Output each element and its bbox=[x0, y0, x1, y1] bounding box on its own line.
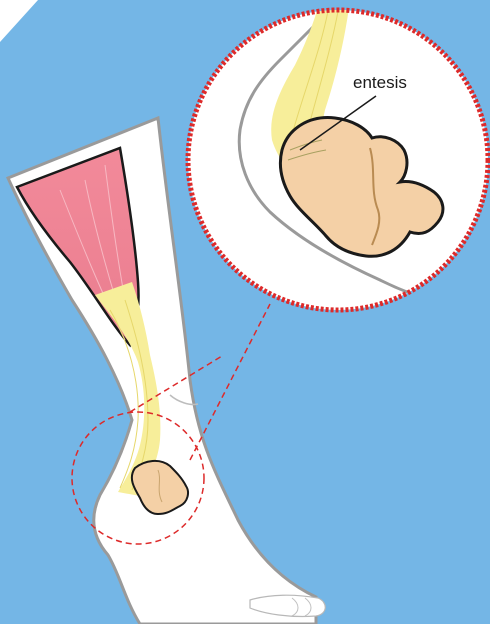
entesis-label: entesis bbox=[353, 73, 407, 92]
zoom-circle bbox=[188, 0, 490, 312]
connector-line-bottom bbox=[190, 304, 270, 460]
corner-shape bbox=[0, 0, 38, 42]
